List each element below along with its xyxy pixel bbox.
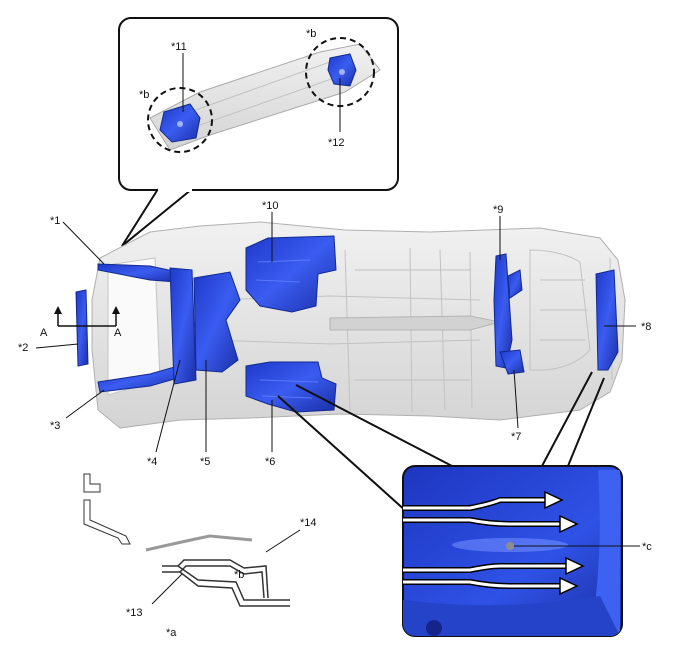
label-1: *1 [50, 215, 60, 227]
label-b-top-right: *b [306, 28, 316, 40]
leader-lines [35, 212, 636, 453]
crossmember-bar [149, 43, 381, 151]
callout-airflow-detail [402, 465, 640, 637]
label-c: *c [642, 541, 652, 553]
label-3: *3 [50, 420, 60, 432]
legend-pipe-part [145, 534, 253, 552]
label-13: *13 [126, 607, 143, 619]
part-10-undercover-front [245, 235, 337, 313]
label-b-top-left: *b [139, 89, 149, 101]
part-8-rear-reinforcement [595, 269, 619, 371]
label-8: *8 [641, 321, 651, 333]
label-11: *11 [171, 41, 187, 53]
label-7: *7 [511, 431, 521, 443]
label-14: *14 [300, 517, 317, 529]
label-12: *12 [328, 137, 345, 149]
label-b-legend: *b [234, 569, 244, 581]
label-section-a-left: A [40, 327, 48, 339]
label-2: *2 [18, 342, 28, 354]
callout-top-detail [118, 17, 399, 191]
label-a: *a [166, 627, 177, 639]
label-section-a-right: A [114, 327, 122, 339]
label-9: *9 [493, 204, 503, 216]
detail-circle-left [147, 87, 213, 153]
label-4: *4 [147, 456, 157, 468]
part-6-undercover-rear [245, 361, 337, 413]
zoom-connector [277, 371, 605, 513]
legend-sketch [83, 473, 301, 607]
vehicle-underbody [75, 221, 626, 429]
part-7-rear-bracket [499, 349, 525, 375]
legend-clip-part [83, 473, 101, 493]
label-6: *6 [265, 456, 275, 468]
part-4-crossmember [169, 267, 197, 385]
legend-tube-part [162, 565, 290, 607]
part-5-brace [193, 271, 241, 373]
section-a-marker [54, 306, 120, 327]
labels: *1 *2 *3 *4 *5 *6 *7 *8 *9 *10 *11 *12 *… [18, 28, 652, 639]
part-2-front-bracket [75, 289, 89, 367]
label-10: *10 [262, 200, 279, 212]
label-5: *5 [200, 456, 210, 468]
legend-rod-part [83, 499, 131, 545]
